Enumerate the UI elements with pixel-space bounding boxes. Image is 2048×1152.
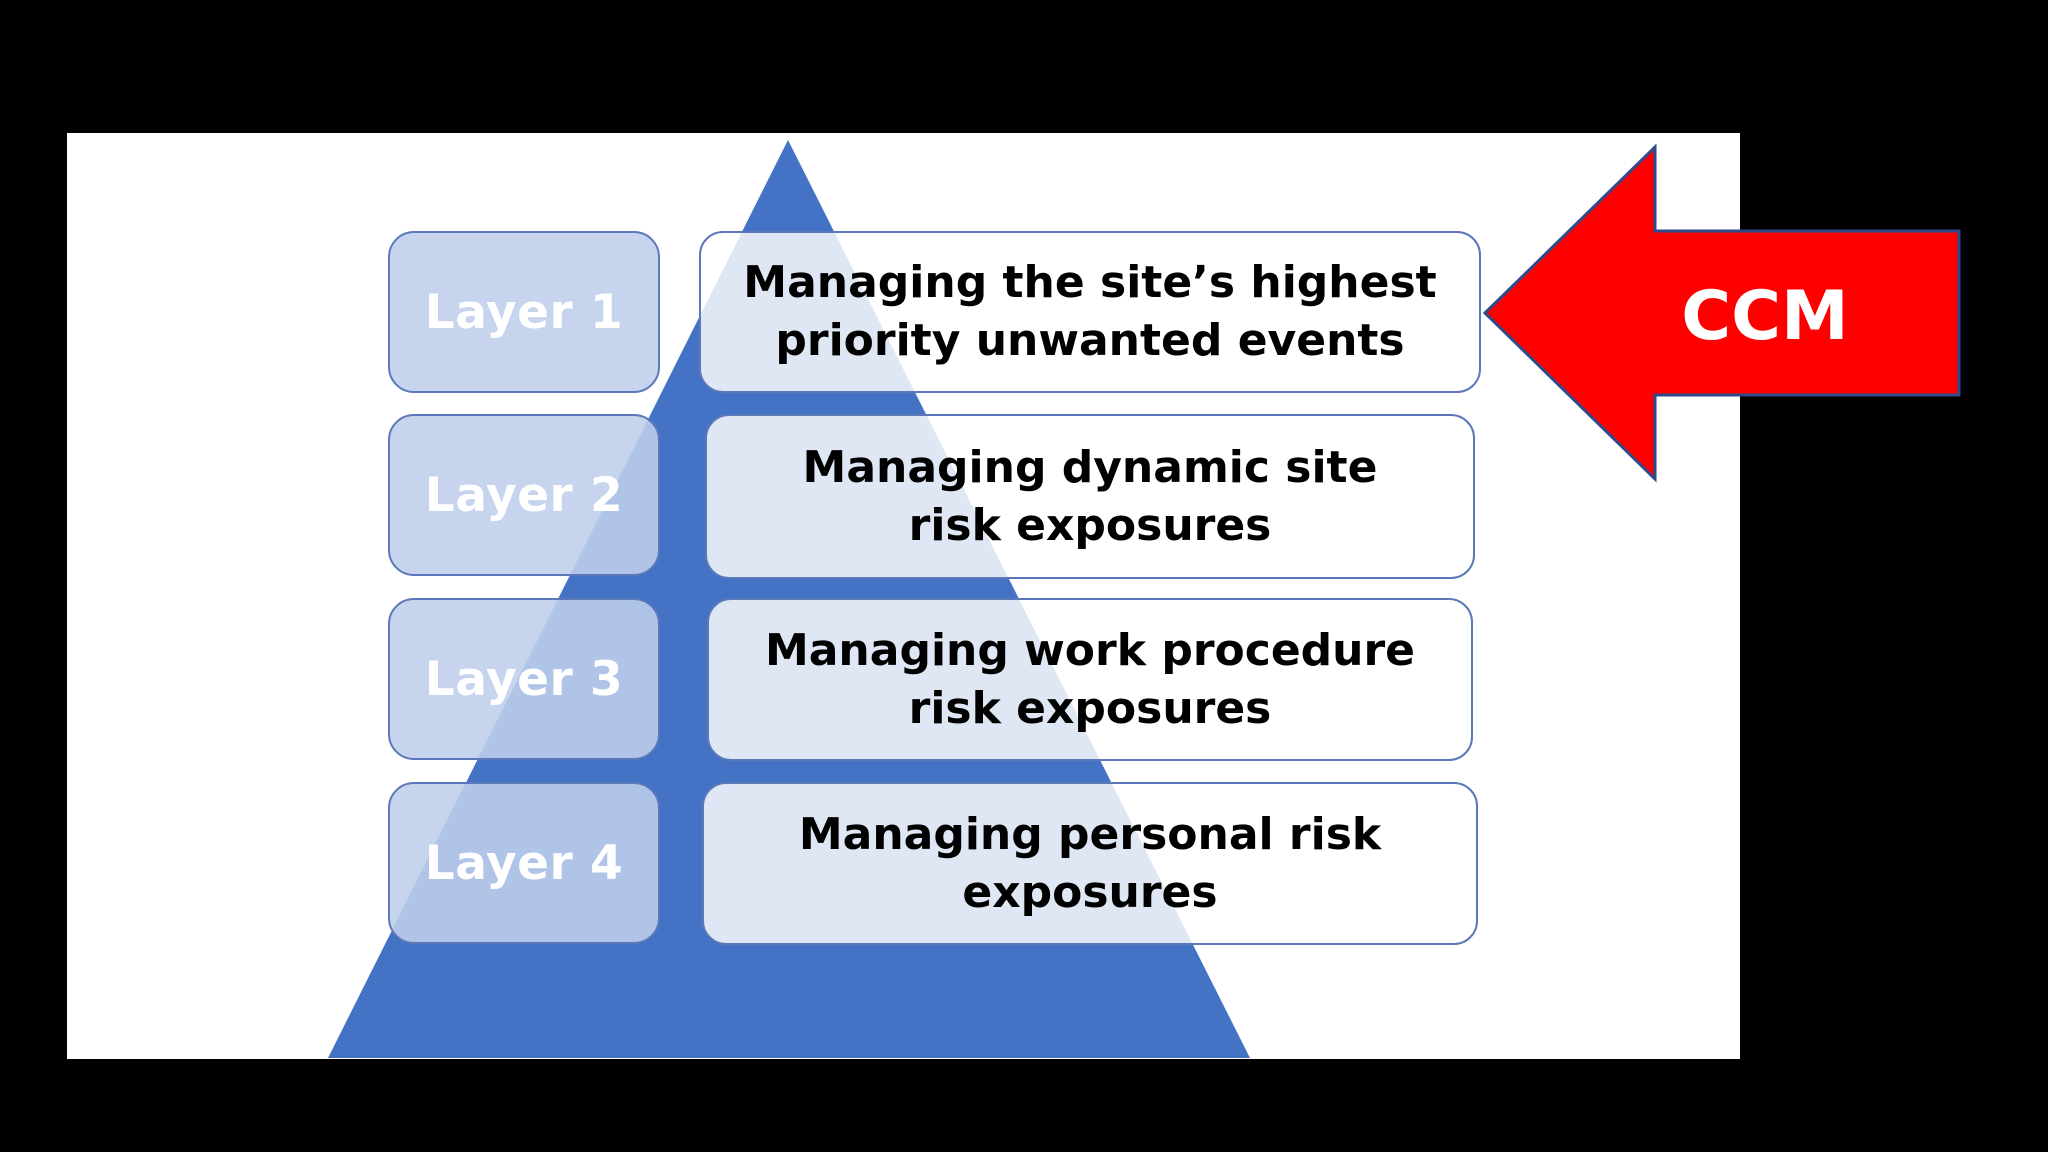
layer-4-box: Layer 4	[388, 782, 660, 944]
layer-2-description: Managing dynamic site risk exposures	[802, 441, 1378, 551]
layer-3-box: Layer 3	[388, 598, 660, 760]
layer-1-description: Managing the site’s highest priority unw…	[743, 257, 1437, 366]
layer-3-description: Managing work procedure risk exposures	[764, 624, 1416, 734]
layer-4-description: Managing personal risk exposures	[798, 808, 1382, 918]
layer-1-label: Layer 1	[424, 284, 624, 340]
layer-3-label: Layer 3	[424, 651, 624, 707]
layer-3-description-box: Managing work procedure risk exposures	[707, 598, 1473, 761]
layer-2-description-box: Managing dynamic site risk exposures	[705, 414, 1475, 579]
layer-2-label: Layer 2	[424, 467, 624, 523]
layer-4-label: Layer 4	[424, 835, 624, 891]
layer-4-description-box: Managing personal risk exposures	[702, 782, 1478, 945]
ccm-arrow-shape	[1482, 143, 1961, 483]
layer-1-description-box: Managing the site’s highest priority unw…	[699, 231, 1481, 393]
layer-1-box: Layer 1	[388, 231, 660, 393]
ccm-arrow-icon	[1482, 143, 1961, 483]
ccm-label: CCM	[1681, 276, 1849, 356]
layer-2-box: Layer 2	[388, 414, 660, 576]
